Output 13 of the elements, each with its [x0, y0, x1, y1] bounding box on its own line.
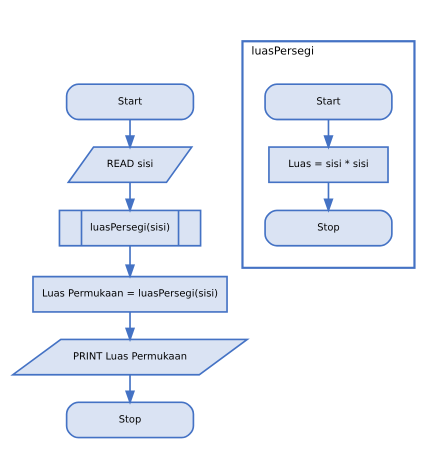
node-box: Luas = sisi * sisi — [268, 146, 389, 184]
node-box: Stop — [66, 401, 194, 438]
arrow — [125, 120, 136, 150]
node-box: Start — [264, 83, 393, 120]
node-box: Start — [66, 83, 194, 120]
node-box: Stop — [264, 210, 393, 247]
arrow — [125, 182, 136, 213]
arrow — [323, 120, 334, 150]
arrow — [125, 246, 136, 279]
arrow — [125, 374, 136, 405]
node-box: Luas Permukaan = luasPersegi(sisi) — [32, 276, 228, 313]
arrow — [125, 312, 136, 342]
arrow — [323, 182, 334, 213]
